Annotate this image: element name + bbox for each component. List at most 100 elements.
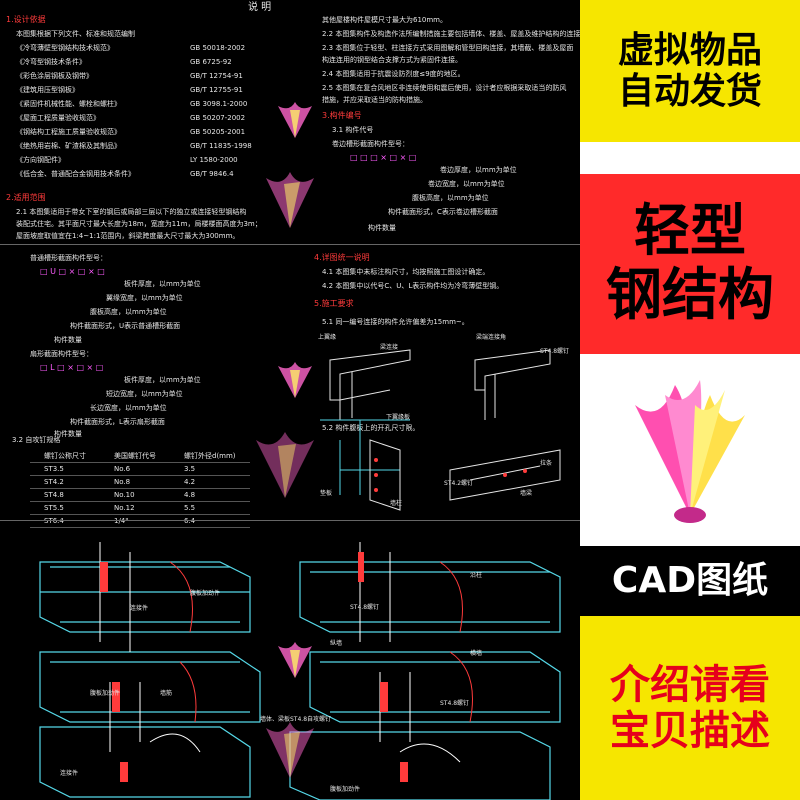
right-line: 措施，并应采取适当的防构措施。 [322, 96, 427, 104]
standard-name: 《绝热用岩棉、矿渣棉及其制品》 [16, 142, 121, 150]
table-row: ST4.2 No.8 4.2 [30, 475, 250, 489]
detail-label: 纵墙 [330, 640, 343, 647]
detail-label: 墙柱 [390, 500, 403, 507]
table-cell: 3.5 [170, 462, 250, 476]
detail-label: 墙体、梁板ST4.8自攻螺钉 [260, 716, 332, 723]
table-row: ST6.4 1/4" 6.4 [30, 514, 250, 528]
watermark-icon [266, 172, 314, 228]
cad-drawing: 说 明 1.设计依据 本图集根据下列文件、标准和规范编制 《冷弯薄壁型钢结构技术… [0, 0, 580, 800]
table-cell: ST5.5 [30, 501, 100, 515]
table-cell: No.8 [100, 475, 170, 489]
watermark-icon [278, 102, 312, 138]
code-l-label: 构件截面形式，L表示扇形截面 [70, 418, 165, 426]
table-cell: ST4.2 [30, 475, 100, 489]
detail-label: 腹板加劲件 [190, 590, 221, 597]
table-row: ST3.5 No.6 3.5 [30, 462, 250, 476]
detail-label: 垫板 [320, 490, 333, 497]
l-code-title: 扇形截面构件型号： [30, 350, 93, 358]
promo-block-black: CAD图纸 [580, 546, 800, 616]
promo-line: 钢结构 [606, 263, 774, 328]
table-cell: No.10 [100, 488, 170, 502]
detail-label: 墙筋 [160, 690, 173, 697]
right-line: 其他屋楼构件屋模尺寸最大为610mm。 [322, 16, 447, 24]
section2-line: 2.1 本图集适用于带女下室的钢后或局部三层以下的独立或连接轻型钢结构 [16, 208, 247, 216]
right-line: 2.3 本图集位于轻型、柱连接方式采用图解和管型回构连接，其墙截、楼盖及屋面 [322, 44, 574, 52]
table-cell: ST3.5 [30, 462, 100, 476]
section2-title: 2.适用范围 [6, 193, 46, 202]
standard-code: GB 3098.1-2000 [190, 100, 248, 108]
watermark-icon [278, 362, 312, 398]
drawing-title: 说 明 [248, 2, 272, 13]
promo-block-red: 轻型 钢结构 [580, 174, 800, 354]
screw-spec-table: 螺钉公称尺寸 美国螺钉代号 螺钉外径d(mm) ST3.5 No.6 3.5 S… [30, 450, 250, 528]
standard-code: GB 50018-2002 [190, 44, 246, 52]
right-line: 构连连用的钢型结合支撑方式为紧固件连接。 [322, 56, 462, 64]
table-cell: 5.5 [170, 501, 250, 515]
u-code-title: 普通槽形截面构件型号： [30, 254, 107, 262]
table-header-row: 螺钉公称尺寸 美国螺钉代号 螺钉外径d(mm) [30, 450, 250, 463]
detail-label: 下翼缘板 [386, 414, 411, 421]
section1-title: 1.设计依据 [6, 15, 46, 24]
table-header: 美国螺钉代号 [100, 450, 170, 463]
detail-label: 连接件 [60, 770, 79, 777]
section5-title: 5.施工要求 [314, 299, 354, 308]
section3-title: 3.构件编号 [322, 111, 362, 120]
section3-1: 3.1 构件代号 [332, 126, 374, 134]
divider [0, 244, 580, 245]
standard-code: GB/T 12754-91 [190, 72, 243, 80]
standard-code: GB 6725-92 [190, 58, 232, 66]
code-c-label: 构件数量 [368, 224, 396, 232]
standard-name: 《钢结构工程施工质量验收规范》 [16, 128, 121, 136]
table-cell: No.12 [100, 501, 170, 515]
code-l-format: □ L □ × □ × □ [40, 363, 104, 372]
table-header: 螺钉公称尺寸 [30, 450, 100, 463]
table-cell: ST4.8 [30, 488, 100, 502]
section2-line: 装配式住宅。其平面尺寸最大长度为18m，宽度为11m，局楼楼面高度为3m； [16, 220, 262, 228]
code-u-label: 构件截面形式，U表示普通槽形截面 [70, 322, 181, 330]
detail-label: 腹板加劲件 [330, 786, 361, 793]
detail-label: 梁端连接角 [476, 334, 507, 341]
code-c-format: □ □ □ × □ × □ [350, 153, 417, 162]
standard-name: 《紧固件机械性能、螺栓和螺柱》 [16, 100, 121, 108]
table-cell: 1/4" [100, 514, 170, 528]
section4-line: 4.2 本图集中以代号C、U、L表示构件均为冷弯薄壁型钢。 [322, 282, 504, 290]
divider [0, 520, 580, 521]
standard-code: LY 1580-2000 [190, 156, 238, 164]
right-line: 2.4 本图集适用于抗震设防烈度≤9度的地区。 [322, 70, 465, 78]
code-u-label: 腹板高度，以mm为单位 [90, 308, 167, 316]
section2-line: 屋面坡度取值宜在1:4~1:1范围内，斜梁跨度最大尺寸最大为300mm。 [16, 232, 240, 240]
section3-sub: 卷边槽形截面构件型号： [332, 140, 409, 148]
section5-line: 5.2 构件腹板上的开孔尺寸限。 [322, 424, 420, 432]
table-caption: 3.2 自攻钉规格 [12, 436, 61, 444]
promo-block-yellow-bottom: 介绍请看 宝贝描述 [580, 616, 800, 800]
detail-drawings-lower [39, 542, 561, 800]
detail-label: 腹板加劲件 [90, 690, 121, 697]
promo-line: CAD图纸 [611, 560, 769, 602]
standard-code: GB 50205-2001 [190, 128, 246, 136]
detail-label: 拉条 [540, 460, 553, 467]
standard-name: 《冷弯薄壁型钢结构技术规范》 [16, 44, 114, 52]
detail-label: ST4.2螺钉 [444, 480, 474, 487]
section1-intro: 本图集根据下列文件、标准和规范编制 [16, 30, 135, 38]
section4-title: 4.详图统一说明 [314, 253, 370, 262]
section4-line: 4.1 本图集中未标注构尺寸，均按照施工图设计确定。 [322, 268, 490, 276]
code-l-label: 长边宽度，以mm为单位 [90, 404, 167, 412]
table-cell: 6.4 [170, 514, 250, 528]
promo-line: 宝贝描述 [610, 708, 770, 754]
code-u-format: □ U □ × □ × □ [40, 267, 105, 276]
section5-line: 5.1 同一编号连接的构件允许偏差为15mm~。 [322, 318, 469, 326]
code-c-label: 腹板高度，以mm为单位 [412, 194, 489, 202]
table-cell: 4.8 [170, 488, 250, 502]
standard-code: GB/T 11835-1998 [190, 142, 252, 150]
detail-drawings-upper [320, 349, 561, 511]
promo-line: 轻型 [634, 198, 746, 264]
code-u-label: 板件厚度，以mm为单位 [124, 280, 201, 288]
beam-shape [329, 349, 411, 401]
promo-line: 介绍请看 [610, 662, 770, 708]
standard-code: GB/T 9846.4 [190, 170, 234, 178]
promo-image-area [580, 354, 800, 546]
watermark-icon [278, 642, 312, 678]
standard-code: GB/T 12755-91 [190, 86, 243, 94]
code-c-label: 卷边宽度，以mm为单位 [428, 180, 505, 188]
detail-label: 连接件 [130, 605, 149, 612]
